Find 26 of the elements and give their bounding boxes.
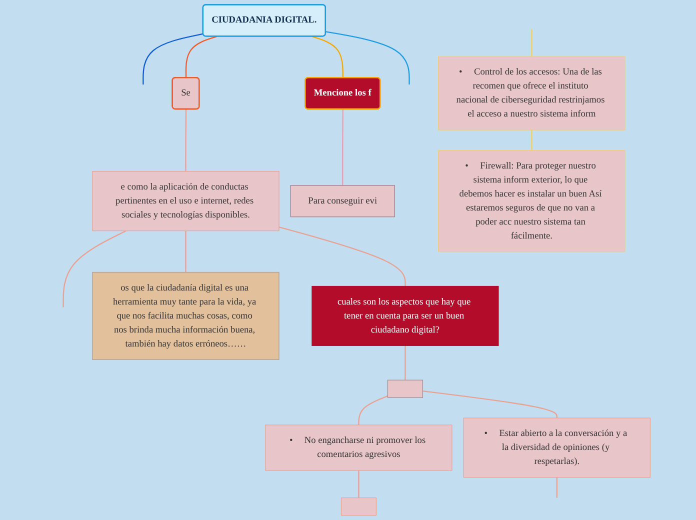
connector-line <box>185 109 187 172</box>
connector-line <box>185 36 218 78</box>
node-box: e como la aplicación de conductas pertinentes en el uso e internet, redes sociales y tecnologías disponibles. <box>92 171 280 232</box>
node-box: cuales son los aspectos que hay que tener en cuenta para ser un buen ciudadano digital? <box>312 286 499 346</box>
node-box <box>340 498 376 516</box>
connector-line <box>278 226 406 286</box>
connector-line <box>142 33 204 85</box>
connector-line <box>404 346 406 380</box>
connector-line <box>326 31 410 85</box>
node-box <box>387 380 423 398</box>
connector-line <box>358 470 360 498</box>
connector-line <box>312 36 344 78</box>
connector-line <box>422 390 558 418</box>
connector-line <box>556 477 558 498</box>
node-box: • Firewall: Para proteger nuestro sistema inform exterior, lo que debemos hacer es instalar un buen Así estaremos seguros de que no van a poder acc nuestro sistema tan fácilmente. <box>438 150 626 252</box>
connector-line <box>342 109 344 186</box>
node-box: Para conseguir evi <box>290 185 395 218</box>
connector-line <box>62 230 126 308</box>
connector-line <box>531 29 532 57</box>
node-box: • Control de los accesos: Una de las recomen que ofrece el instituto nacional de ciberseguridad restrinjamos el acceso a nuestro sistema inform <box>438 56 626 130</box>
node-box: • Estar abierto a la conversación y a la diversidad de opiniones (y respetarlas). <box>463 418 650 478</box>
connector-line <box>531 130 532 150</box>
connector-line <box>358 395 388 425</box>
node-box: os que la ciudadanía digital es una herramienta muy tante para la vida, ya que nos facilita muchas cosas, como nos brinda mucha información buena, también hay datos erróneos…… <box>92 272 280 360</box>
node-box: • No engancharse ni promover los comentarios agresivos <box>265 424 452 471</box>
connector-line <box>185 230 186 272</box>
